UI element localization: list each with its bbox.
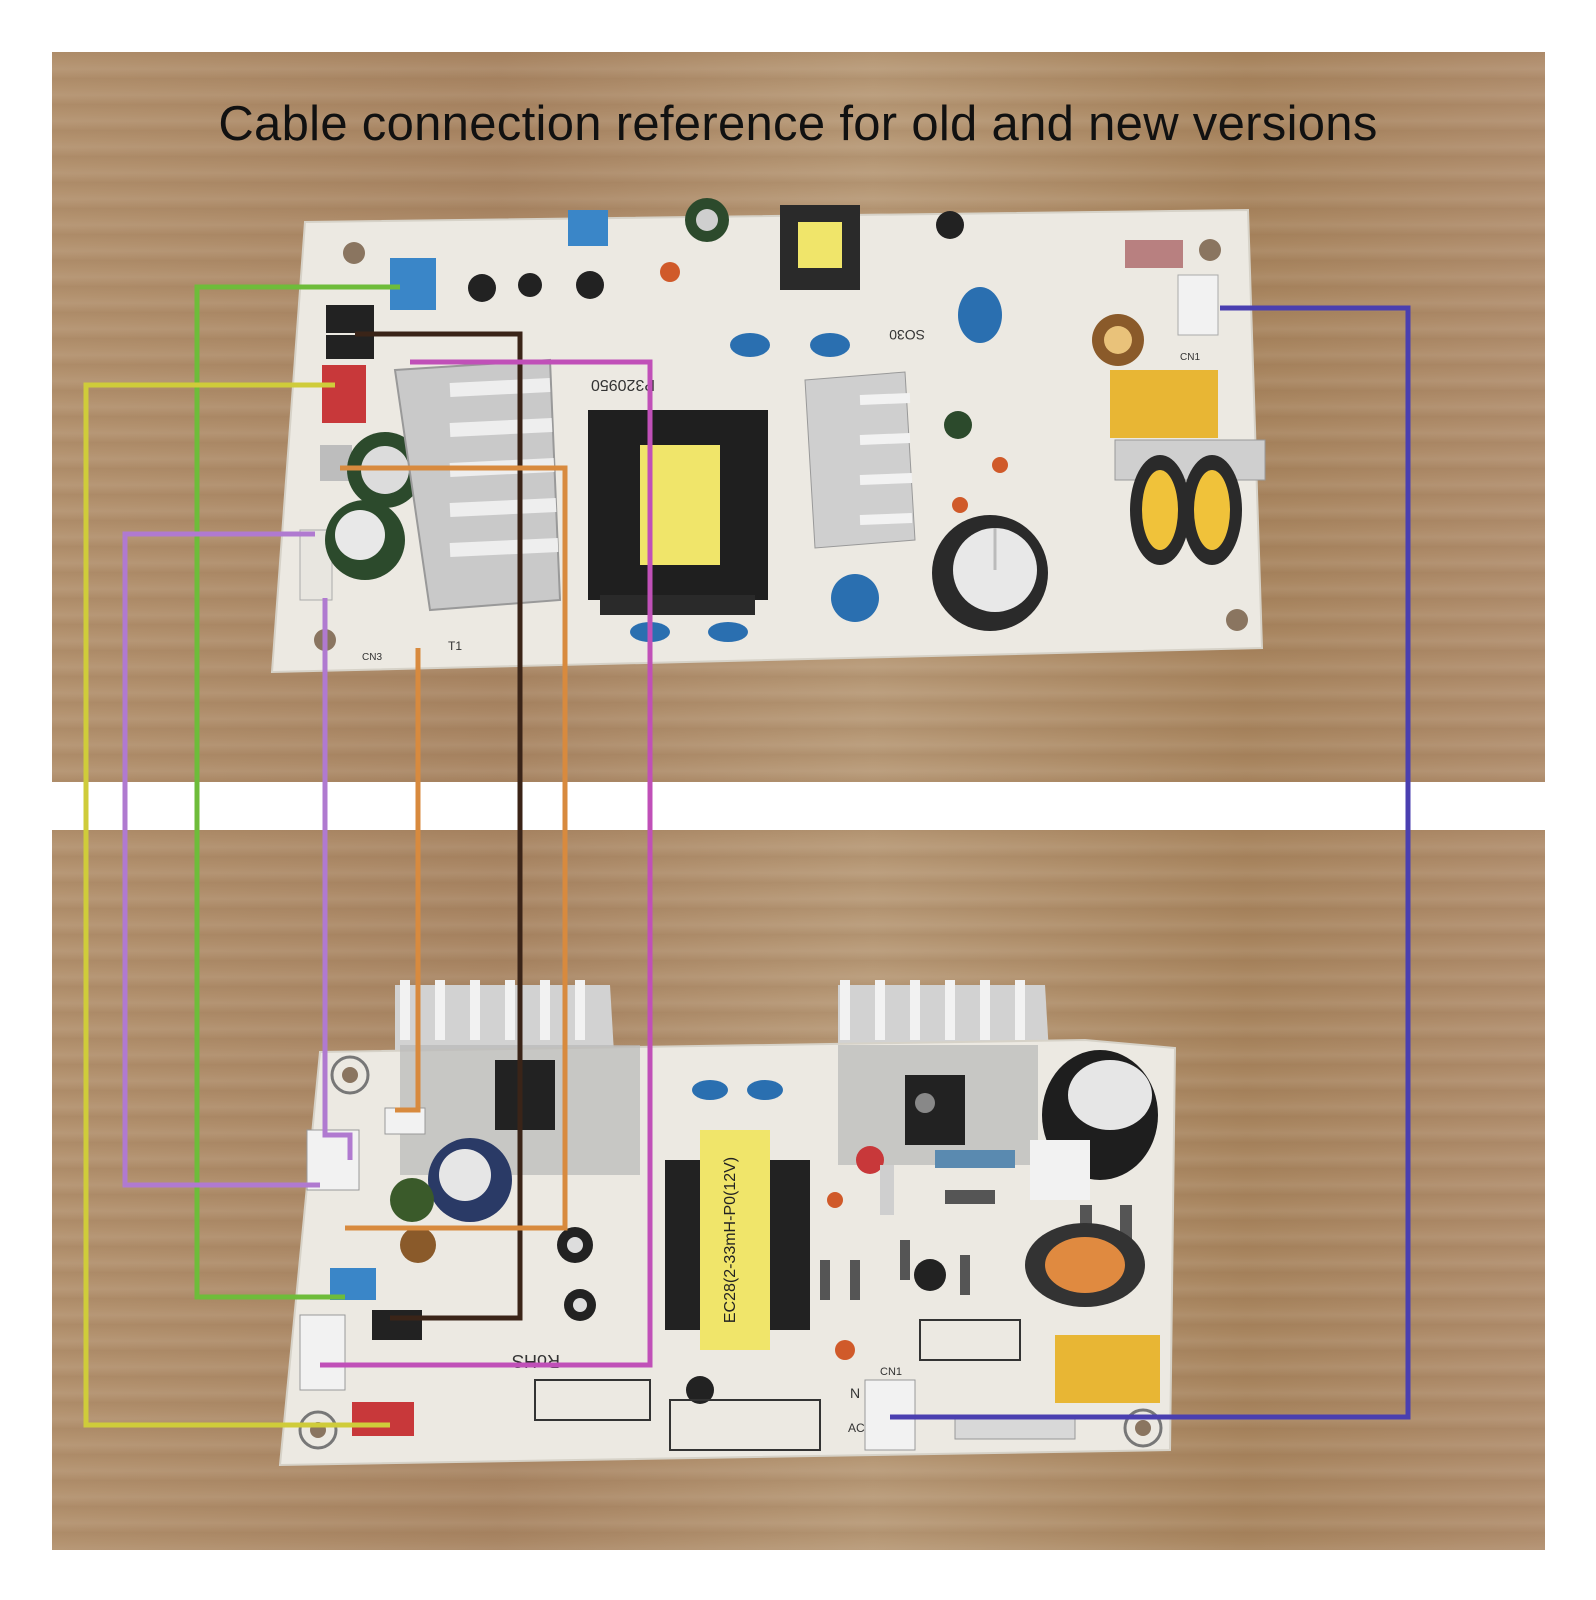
new-board-label-4: N [850,1385,860,1401]
wire-magenta [320,359,653,1368]
old-board-label-3: CN3 [362,652,382,663]
wire-brown [355,331,523,1321]
new-board-label-1: RoHS [512,1351,560,1371]
wire-yellow [83,382,390,1428]
wire-purple [890,305,1411,1420]
old-board-label-2: SO30 [889,327,925,343]
wire-lavender-1 [122,531,320,1188]
old-blue-connector [390,258,436,310]
wire-orange-2 [395,648,421,1113]
old-board: P320950 SO30 CN3 T1 CN1 [270,198,1266,674]
old-board-label-5: CN1 [1180,352,1200,363]
new-board: EC28(2-33mH-P0(12V) [278,980,1177,1467]
new-yellow-x-cap [1055,1335,1160,1403]
old-board-label-1: P320950 [591,376,655,393]
page-title: Cable connection reference for old and n… [218,97,1378,151]
old-yellow-x-cap [1110,370,1218,438]
old-board-label-4: T1 [448,639,462,653]
wire-lavender-2 [322,598,353,1160]
old-red-connector [322,365,366,423]
wire-orange-1 [340,465,568,1231]
new-board-label-3: CN1 [880,1366,902,1378]
new-board-label-5: AC [848,1421,865,1435]
new-red-connector [352,1402,414,1436]
wire-green [194,284,400,1300]
wire-overlay [83,284,1411,1428]
new-board-label-2: EC28(2-33mH-P0(12V) [722,1157,739,1323]
